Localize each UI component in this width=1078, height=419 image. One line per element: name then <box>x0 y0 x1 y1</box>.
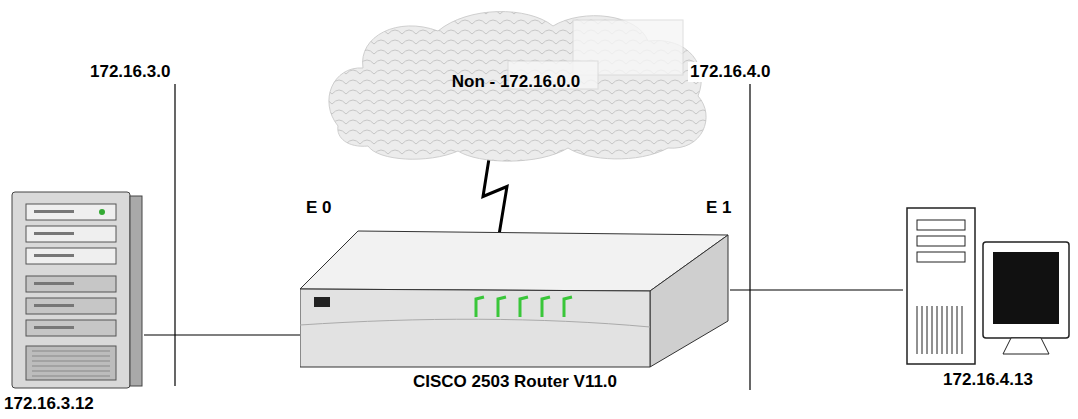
vent-line <box>32 366 110 367</box>
pc-tower <box>907 208 975 364</box>
router-badge <box>314 297 330 307</box>
lan-segment <box>749 84 750 390</box>
node-label: CISCO 2503 Router V11.0 <box>413 372 617 392</box>
drive-bay <box>26 276 116 292</box>
node-label: Non - 172.16.0.0 <box>452 72 581 92</box>
network-cloud: Non - 172.16.0.0 <box>318 6 714 164</box>
node-illustration <box>300 225 730 393</box>
interface-label: E 1 <box>704 198 734 218</box>
drive-bay <box>26 226 116 242</box>
cloud-shape <box>329 12 706 162</box>
vent-line <box>32 356 110 357</box>
vent-line <box>947 306 948 354</box>
drive-slot <box>34 304 74 307</box>
drive-bay <box>26 248 116 264</box>
workstation-node: 172.16.4.13 <box>903 196 1073 392</box>
lan-segment <box>174 84 175 386</box>
status-light <box>498 297 506 317</box>
monitor <box>983 242 1069 338</box>
ethernet-link <box>730 289 903 290</box>
network-address: 172.16.3.0 <box>88 62 172 82</box>
server-side <box>130 196 142 386</box>
drive-bay <box>917 252 965 262</box>
drive-slot <box>34 254 74 257</box>
interface-label: E 0 <box>304 198 334 218</box>
status-light <box>476 297 484 317</box>
node-illustration <box>903 196 1073 392</box>
server-tower <box>12 192 130 388</box>
drive-bay <box>917 220 965 230</box>
router-side <box>650 235 728 367</box>
vent-line <box>32 351 110 352</box>
drive-bay <box>26 204 116 220</box>
drive-bay <box>26 320 116 336</box>
monitor-screen <box>993 252 1059 324</box>
vent-line <box>942 306 943 354</box>
ethernet-link <box>144 334 300 335</box>
vent-line <box>937 306 938 354</box>
vent-line <box>932 306 933 354</box>
status-light <box>520 297 528 317</box>
vent-line <box>927 306 928 354</box>
node-label: 172.16.4.13 <box>943 370 1033 390</box>
drive-slot <box>34 326 74 329</box>
node-illustration <box>4 186 144 416</box>
vent-line <box>952 306 953 354</box>
vent-line <box>32 371 110 372</box>
monitor-stand <box>1003 338 1049 354</box>
vent-line <box>922 306 923 354</box>
vent-line <box>32 361 110 362</box>
drive-bay <box>917 236 965 246</box>
router-bevel <box>300 319 650 327</box>
vent-panel <box>26 346 116 380</box>
network-address: 172.16.4.0 <box>688 62 772 82</box>
vent-line <box>917 306 918 354</box>
status-light <box>542 297 550 317</box>
server-node: 172.16.3.12 <box>4 186 144 416</box>
drive-bay <box>26 298 116 314</box>
vent-line <box>32 376 110 377</box>
router-node: CISCO 2503 Router V11.0 <box>300 225 730 393</box>
drive-slot <box>34 232 74 235</box>
vent-line <box>962 306 963 354</box>
status-light <box>564 297 572 317</box>
node-label: 172.16.3.12 <box>4 394 94 414</box>
led <box>99 209 105 215</box>
drive-slot <box>34 210 74 213</box>
cloud-texture <box>329 12 706 162</box>
router-front <box>300 289 650 367</box>
drive-slot <box>34 282 74 285</box>
vent-line <box>957 306 958 354</box>
